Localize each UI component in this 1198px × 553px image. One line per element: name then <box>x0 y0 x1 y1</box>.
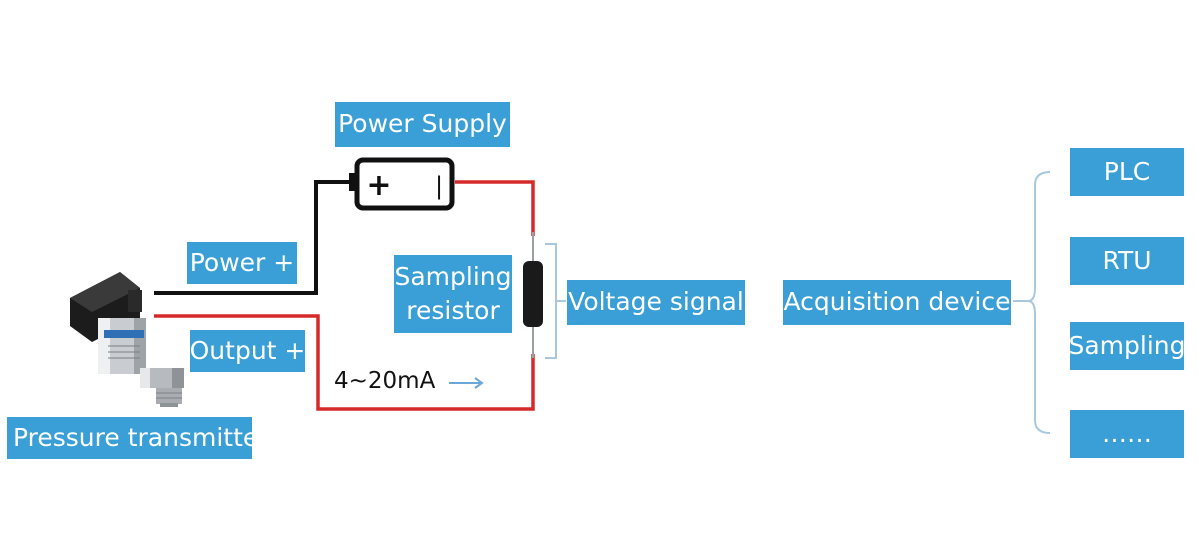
arrow-right-icon <box>449 377 484 389</box>
power-plus-label: Power + <box>187 242 297 284</box>
acquisition-device-label: Acquisition device <box>783 280 1011 325</box>
device-more: …… <box>1070 410 1184 458</box>
device-rtu: RTU <box>1070 237 1184 285</box>
device-bracket <box>1013 171 1051 434</box>
voltage-signal-label: Voltage signal <box>567 280 745 325</box>
output-wire-red-loop <box>154 314 535 411</box>
resistor-bracket <box>545 243 557 359</box>
current-range-label: 4~20mA <box>334 368 436 394</box>
pressure-transmitter-icon <box>70 272 184 407</box>
sampling-resistor-label: Sampling resistor <box>394 255 512 333</box>
pressure-transmitter-label: Pressure transmitter <box>7 417 269 459</box>
output-plus-label: Output + <box>190 330 305 372</box>
svg-text:|: | <box>435 172 443 200</box>
resistor-icon <box>523 232 543 358</box>
svg-text:+: + <box>366 168 391 203</box>
device-plc: PLC <box>1070 148 1184 196</box>
power-supply-label: Power Supply <box>335 102 510 147</box>
supply-wire-red-top <box>455 180 535 236</box>
device-sampling: Sampling <box>1068 322 1186 370</box>
battery-icon: + | <box>349 157 455 211</box>
power-wire-black <box>154 180 350 295</box>
